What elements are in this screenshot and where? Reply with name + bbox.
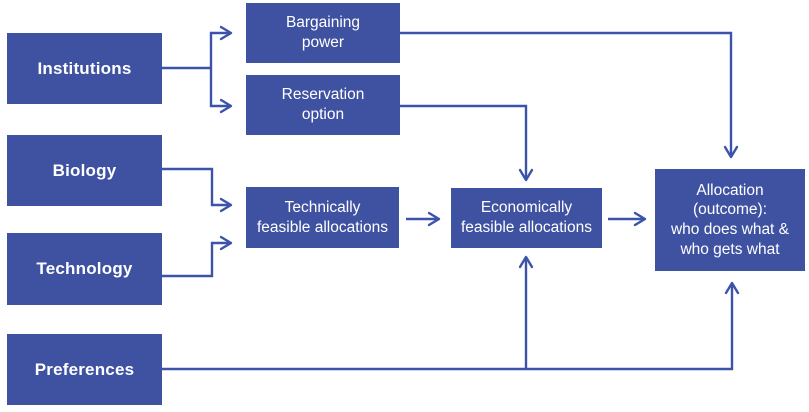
node-biology-label: Biology [52, 160, 117, 180]
node-preferences-label: Preferences [34, 359, 135, 379]
node-technology: Technology [7, 233, 162, 305]
node-reservation-option: Reservation option [246, 75, 400, 135]
node-institutions: Institutions [7, 33, 162, 104]
node-reservation-option-label: Reservation option [281, 86, 365, 123]
node-institutions-label: Institutions [37, 58, 132, 78]
node-allocation-outcome: Allocation (outcome): who does what & wh… [655, 169, 805, 271]
edge-technology-to-technically-feasible [162, 235, 233, 278]
node-economically-feasible-allocations-label: Economically feasible allocations [461, 199, 592, 236]
node-technically-feasible-allocations-label: Technically feasible allocations [257, 198, 388, 236]
node-technology-label: Technology [36, 259, 133, 278]
node-allocation-outcome-label: Allocation (outcome): who does what & wh… [670, 181, 790, 258]
edge-biology-to-technically-feasible [162, 167, 233, 213]
node-economically-feasible-allocations: Economically feasible allocations [451, 188, 602, 248]
edge-reservation-option-to-economically [400, 104, 534, 182]
node-technically-feasible-allocations: Technically feasible allocations [246, 187, 399, 248]
node-preferences: Preferences [7, 334, 162, 405]
node-biology: Biology [7, 135, 162, 206]
node-bargaining-power-label: Bargaining power [285, 14, 361, 51]
edge-institutions-to-reservation-option [209, 68, 233, 114]
node-bargaining-power: Bargaining power [246, 3, 400, 63]
edge-preferences-to-allocation [162, 281, 740, 371]
edge-bargaining-power-to-allocation [400, 31, 739, 159]
edge-institutions-to-bargaining-power [209, 25, 233, 68]
